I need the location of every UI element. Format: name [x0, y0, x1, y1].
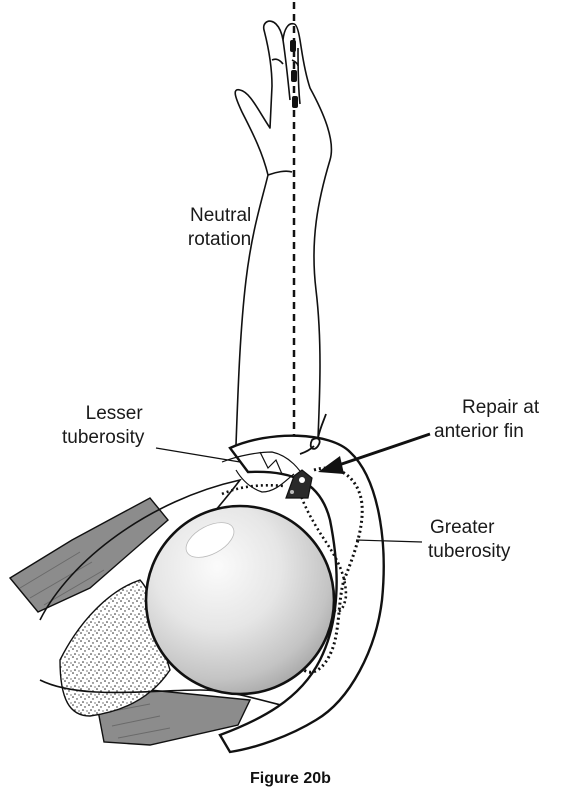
label-lesser-tuberosity-line1: Lesser: [62, 402, 144, 426]
lesser-dotted-outline: [222, 485, 284, 494]
label-neutral-rotation-line2: rotation: [164, 228, 251, 252]
label-repair-anterior-fin: Repair at anterior fin: [434, 396, 539, 444]
label-neutral-rotation-line1: Neutral: [164, 204, 251, 228]
label-repair-anterior-fin-line1: Repair at: [434, 396, 539, 420]
label-lesser-tuberosity: Lesser tuberosity: [62, 402, 144, 450]
label-greater-tuberosity-line1: Greater: [428, 516, 510, 540]
lesser-tuberosity-leader: [156, 448, 240, 462]
fingertip-marks: [290, 40, 298, 108]
figure-caption: Figure 20b: [250, 770, 331, 788]
label-greater-tuberosity-line2: tuberosity: [428, 540, 510, 564]
label-lesser-tuberosity-line2: tuberosity: [62, 426, 144, 450]
label-neutral-rotation: Neutral rotation: [164, 204, 251, 252]
prosthetic-head: [146, 506, 334, 694]
label-repair-anterior-fin-line2: anterior fin: [434, 420, 539, 444]
label-greater-tuberosity: Greater tuberosity: [428, 516, 510, 564]
